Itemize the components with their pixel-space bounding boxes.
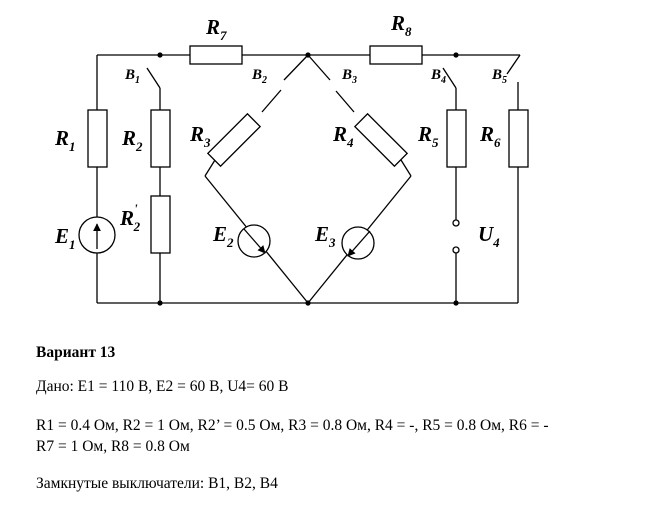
- circuit-diagram: R7 R8 R1 R2 R'2 R3 R4 R5 R6 E1 E2 E3 U4 …: [54, 11, 529, 306]
- terminal-u4-top: [452, 219, 460, 227]
- label-b3: B3: [341, 67, 357, 86]
- switch-b2[interactable]: [283, 54, 309, 81]
- label-r2: R2: [121, 126, 143, 154]
- resistor-r6: [508, 109, 529, 168]
- resistances-line-1: R1 = 0.4 Ом, R2 = 1 Ом, R2’ = 0.5 Ом, R3…: [36, 417, 549, 434]
- branch-6: [506, 54, 529, 303]
- label-r8: R8: [390, 11, 412, 39]
- resistances-line-2: R7 = 1 Ом, R8 = 0.8 Ом: [36, 438, 190, 455]
- closed-switches: Замкнутые выключатели: B1, B2, B4: [36, 475, 278, 492]
- switch-b4[interactable]: [442, 67, 457, 89]
- label-r7: R7: [205, 15, 227, 43]
- terminal-u4-bottom: [452, 246, 460, 254]
- resistor-r1: [87, 109, 108, 168]
- label-e2: E2: [212, 222, 234, 250]
- variant-title: Вариант 13: [36, 344, 116, 361]
- branch-2: [146, 52, 171, 306]
- resistor-r3: [206, 112, 262, 168]
- bridge-diamond: [204, 52, 412, 306]
- branch-1: [78, 55, 116, 303]
- resistor-r8: [369, 45, 423, 65]
- given-values: Дано: E1 = 110 В, E2 = 60 В, U4= 60 В: [36, 378, 289, 395]
- switch-b1[interactable]: [146, 67, 161, 89]
- resistor-r4: [353, 112, 409, 168]
- branch-5: [442, 52, 467, 306]
- resistor-r2: [150, 109, 171, 168]
- label-r3: R3: [189, 122, 211, 150]
- label-r5: R5: [417, 122, 439, 150]
- switch-b3[interactable]: [307, 54, 331, 81]
- label-r1: R1: [54, 126, 76, 154]
- label-r6: R6: [479, 122, 501, 150]
- resistor-r7: [189, 45, 243, 65]
- label-e3: E3: [314, 222, 336, 250]
- switch-b5[interactable]: [506, 54, 521, 75]
- label-b2: B2: [251, 67, 267, 86]
- component-labels: R7 R8 R1 R2 R'2 R3 R4 R5 R6 E1 E2 E3 U4 …: [54, 11, 507, 252]
- label-b5: B5: [491, 67, 507, 86]
- label-e1: E1: [54, 224, 76, 252]
- resistor-r5: [446, 109, 467, 168]
- label-b1: B1: [124, 67, 140, 86]
- label-b4: B4: [430, 67, 446, 86]
- label-u4: U4: [478, 222, 500, 250]
- label-r2-prime: R'2: [119, 201, 141, 234]
- resistor-r2-prime: [150, 195, 171, 254]
- label-r4: R4: [332, 122, 354, 150]
